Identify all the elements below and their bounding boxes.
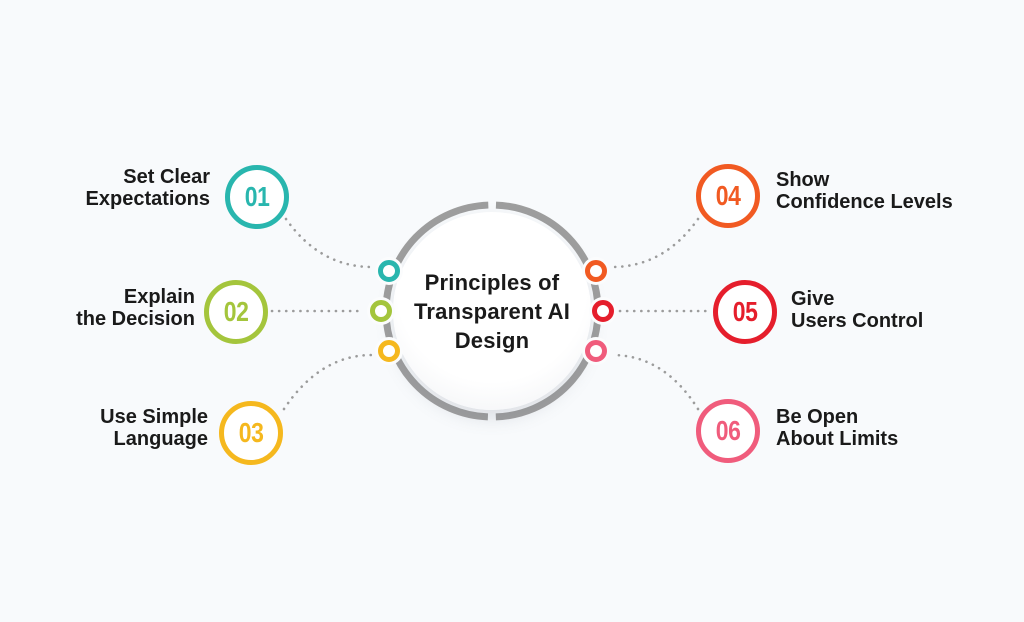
label-line: Explain bbox=[123, 286, 195, 308]
ring-node-06 bbox=[585, 340, 607, 362]
connector-03 bbox=[282, 353, 374, 411]
item-badge-01: 01 bbox=[225, 165, 289, 229]
item-label-02: Explain the Decision bbox=[76, 286, 195, 330]
item-label-06: Be Open About Limits bbox=[776, 406, 898, 450]
item-label-04: Show Confidence Levels bbox=[776, 169, 953, 213]
item-label-05: Give Users Control bbox=[791, 288, 923, 332]
connector-06 bbox=[610, 353, 700, 411]
ring-node-01 bbox=[378, 260, 400, 282]
connector-01 bbox=[284, 217, 374, 269]
item-number-02: 02 bbox=[223, 296, 249, 327]
item-label-03: Use Simple Language bbox=[100, 406, 208, 450]
label-line: the Decision bbox=[76, 308, 195, 330]
item-badge-03: 03 bbox=[219, 401, 283, 465]
title-line: Design bbox=[454, 327, 530, 353]
item-number-05: 05 bbox=[732, 296, 758, 327]
label-line: Set Clear bbox=[123, 166, 210, 188]
item-number-04: 04 bbox=[715, 180, 741, 211]
ring-node-04 bbox=[585, 260, 607, 282]
ring-node-03 bbox=[378, 340, 400, 362]
item-badge-02: 02 bbox=[204, 280, 268, 344]
ring-node-05 bbox=[592, 300, 614, 322]
label-line: Expectations bbox=[85, 188, 210, 210]
item-badge-06: 06 bbox=[696, 399, 760, 463]
label-line: Users Control bbox=[791, 310, 924, 332]
center-circle: Principles of Transparent AI Design bbox=[393, 212, 591, 410]
connector-04 bbox=[610, 217, 700, 269]
label-line: About Limits bbox=[776, 428, 899, 450]
label-line: Confidence Levels bbox=[776, 191, 953, 213]
label-line: Language bbox=[113, 428, 208, 450]
label-line: Give bbox=[791, 288, 835, 310]
label-line: Use Simple bbox=[100, 406, 208, 428]
item-number-03: 03 bbox=[238, 417, 264, 448]
item-number-06: 06 bbox=[715, 415, 741, 446]
diagram-title: Principles of Transparent AI Design bbox=[414, 268, 570, 355]
label-line: Be Open bbox=[776, 406, 859, 428]
item-number-01: 01 bbox=[244, 181, 270, 212]
title-line: Principles of bbox=[424, 269, 560, 295]
item-label-01: Set Clear Expectations bbox=[86, 166, 210, 210]
item-badge-04: 04 bbox=[696, 164, 760, 228]
title-line: Transparent AI bbox=[413, 298, 571, 324]
ring-node-02 bbox=[370, 300, 392, 322]
item-badge-05: 05 bbox=[713, 280, 777, 344]
label-line: Show bbox=[776, 169, 830, 191]
